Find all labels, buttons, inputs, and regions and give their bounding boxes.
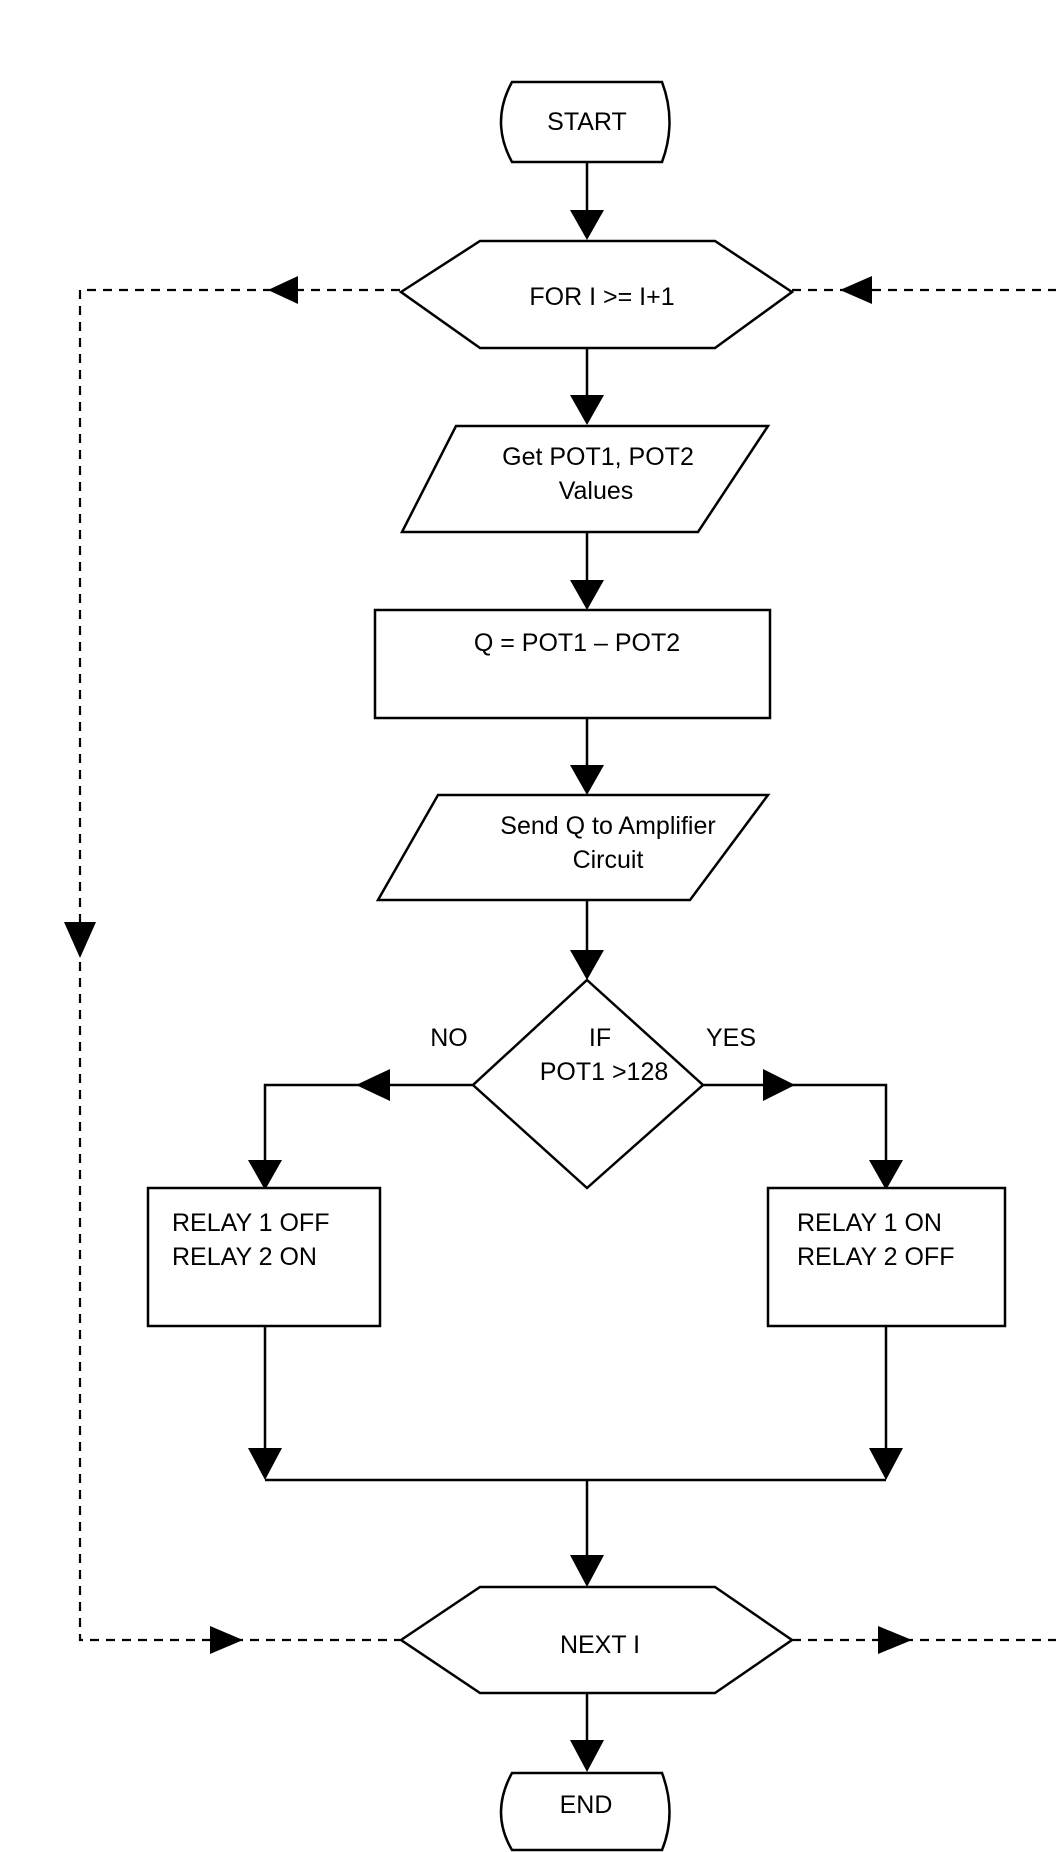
- for-loop-hexagon: FOR I >= I+1: [398, 239, 795, 350]
- relay-yes-line-1: RELAY 1 ON: [797, 1209, 942, 1237]
- send-q-line-2: Circuit: [573, 846, 644, 874]
- loop-arrowhead-left-side: [64, 922, 96, 958]
- loop-return-left: [64, 276, 400, 1654]
- end-terminator: END: [499, 1771, 671, 1852]
- start-terminator: START: [499, 80, 671, 164]
- next-i-label: NEXT I: [560, 1631, 640, 1659]
- decision-line-2: POT1 >128: [540, 1058, 669, 1086]
- start-label: START: [547, 108, 627, 136]
- relay-yes-process: RELAY 1 ON RELAY 2 OFF: [766, 1186, 1007, 1328]
- end-label: END: [560, 1791, 613, 1819]
- yes-branch-label: YES: [706, 1024, 756, 1052]
- loop-arrowhead-left-top: [268, 276, 298, 304]
- loop-return-right: [792, 276, 1056, 1654]
- flow-connectors: [248, 162, 903, 1772]
- send-q-line-1: Send Q to Amplifier: [500, 812, 715, 840]
- decision-diamond: IF POT1 >128: [471, 978, 705, 1190]
- next-i-hexagon: NEXT I: [398, 1585, 795, 1695]
- relay-no-line-1: RELAY 1 OFF: [172, 1209, 329, 1237]
- send-q-output: Send Q to Amplifier Circuit: [375, 793, 771, 902]
- loop-arrowhead-right-bottom: [878, 1626, 912, 1654]
- for-loop-label: FOR I >= I+1: [529, 283, 674, 311]
- relay-yes-line-2: RELAY 2 OFF: [797, 1243, 954, 1271]
- no-branch-label: NO: [430, 1024, 468, 1052]
- compute-q-process: Q = POT1 – POT2: [373, 608, 772, 720]
- compute-q-label: Q = POT1 – POT2: [474, 629, 680, 657]
- get-pots-line-1: Get POT1, POT2: [502, 443, 694, 471]
- get-pots-input: Get POT1, POT2 Values: [399, 424, 771, 534]
- relay-no-line-2: RELAY 2 ON: [172, 1243, 317, 1271]
- relay-no-process: RELAY 1 OFF RELAY 2 ON: [146, 1186, 382, 1328]
- loop-arrowhead-left-bottom: [210, 1626, 243, 1654]
- decision-line-1: IF: [589, 1024, 611, 1052]
- loop-arrowhead-right-top: [840, 276, 872, 304]
- get-pots-line-2: Values: [559, 477, 634, 505]
